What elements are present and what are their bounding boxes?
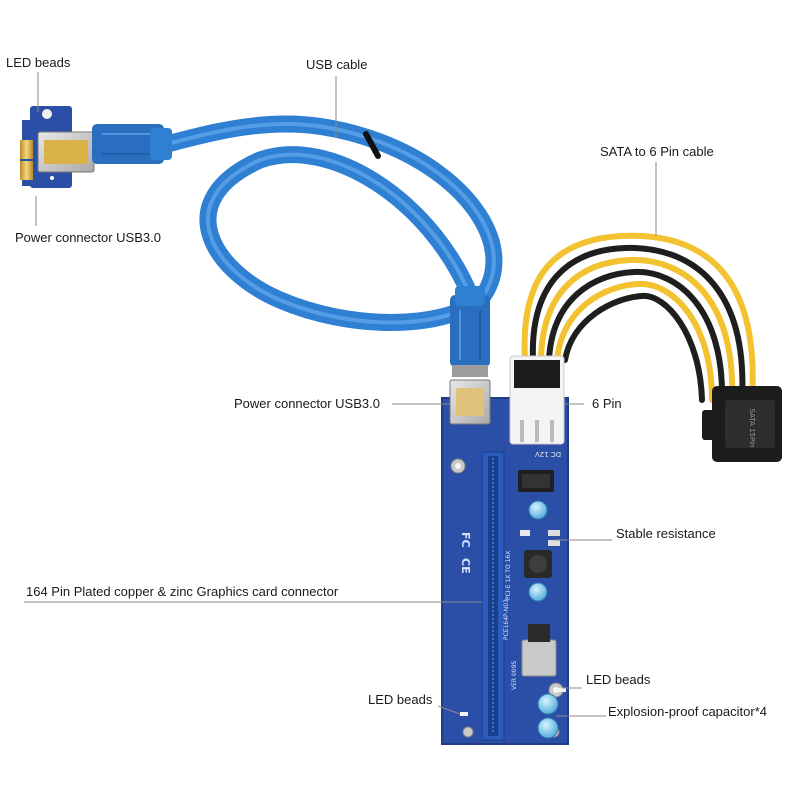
sata-connector-text: SATA 15Pin — [748, 409, 756, 448]
label-six-pin: 6 Pin — [592, 396, 622, 411]
label-power-connector-small: Power connector USB3.0 — [15, 230, 161, 245]
label-stable-resistance: Stable resistance — [616, 526, 716, 541]
capacitor-2 — [528, 582, 548, 602]
label-sata-cable: SATA to 6 Pin cable — [600, 144, 714, 159]
sata-6pin-wires — [521, 232, 756, 403]
riser-board: DC 12V FC CE PCE164P-N03 VER 009S PCI-E … — [441, 355, 569, 745]
label-led-beads-top: LED beads — [6, 55, 71, 70]
sata-connector: SATA 15Pin — [702, 386, 782, 462]
ce-mark: CE — [459, 558, 472, 574]
capacitor-4 — [537, 717, 559, 739]
led-bead-right — [558, 688, 566, 692]
capacitor-3 — [537, 693, 559, 715]
pcie-text: PCI-E 1X TO 16X — [505, 551, 512, 600]
version-text: VER 009S — [511, 661, 518, 690]
x1-adapter-board — [20, 106, 95, 188]
leader-lines — [24, 72, 657, 717]
dc-12v-label: DC 12V — [535, 450, 561, 458]
label-usb-cable: USB cable — [306, 57, 368, 72]
usb-cable — [92, 115, 503, 377]
label-capacitor: Explosion-proof capacitor*4 — [608, 704, 767, 719]
label-led-beads-left: LED beads — [368, 692, 433, 707]
capacitor-1 — [528, 500, 548, 520]
label-led-beads-right: LED beads — [586, 672, 651, 687]
label-graphics-connector: 164 Pin Plated copper & zinc Graphics ca… — [26, 584, 339, 599]
cable-tie — [363, 131, 381, 159]
led-bead-left — [460, 712, 468, 716]
stable-resistor — [548, 530, 560, 536]
fc-mark: FC — [459, 532, 472, 548]
label-power-connector-riser: Power connector USB3.0 — [234, 396, 380, 411]
model-text: PCE164P-N03 — [503, 599, 510, 640]
voltage-regulator — [521, 639, 557, 677]
